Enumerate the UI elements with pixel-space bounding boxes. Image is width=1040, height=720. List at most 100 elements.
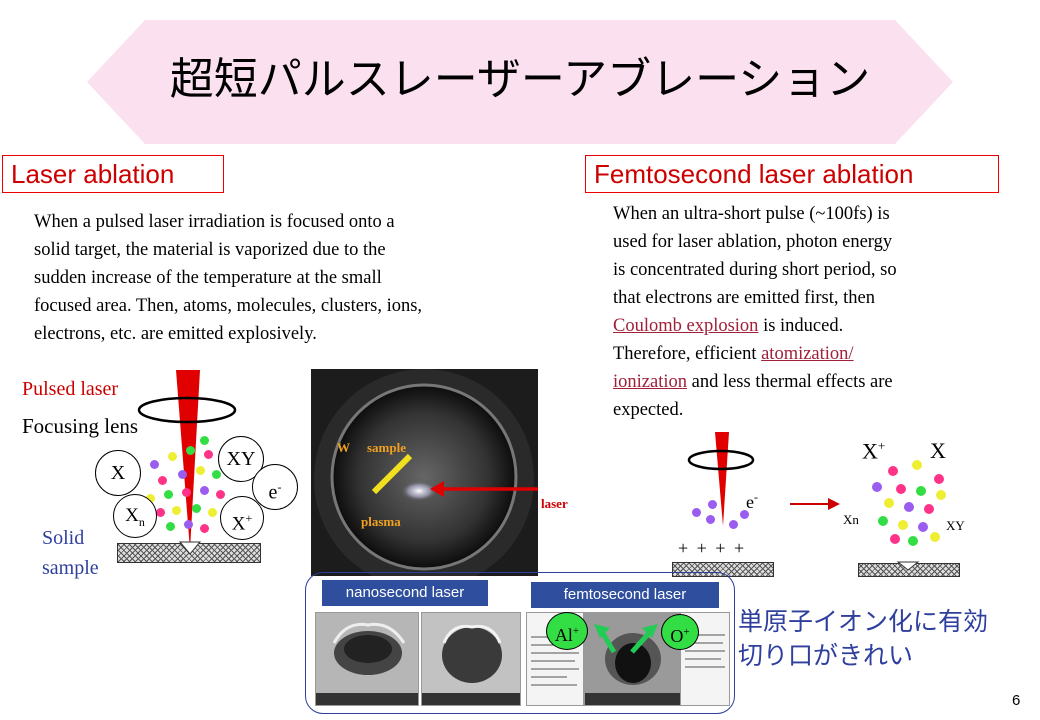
positive-charges: + + + + xyxy=(678,538,745,558)
femtosecond-heading: Femtosecond laser ablation xyxy=(585,155,999,193)
ion-xy-bubble: XY xyxy=(218,436,264,482)
particle-dot xyxy=(212,470,221,479)
femto-electron-label: e- xyxy=(746,490,758,513)
w-label: W xyxy=(337,440,350,455)
particle-dot xyxy=(150,460,159,469)
femto-beam-diagram xyxy=(687,432,755,526)
femto-ion-dot xyxy=(936,490,946,500)
note-line-1: 単原子イオン化に有効 xyxy=(738,607,989,636)
e-text: e xyxy=(746,492,754,512)
ionization-link[interactable]: ionization xyxy=(613,372,687,392)
o-ion-bubble: O+ xyxy=(661,614,699,650)
femto-ion-dot xyxy=(890,534,900,544)
text-line: expected. xyxy=(613,400,684,420)
electron-dot xyxy=(708,500,717,509)
ion-emission-arrows xyxy=(594,624,658,654)
nanosecond-label: nanosecond laser xyxy=(322,580,488,606)
ion-x-bubble: X xyxy=(95,450,141,496)
laser-beam-diagram xyxy=(137,370,237,550)
femto-laser-beam xyxy=(715,432,729,526)
xplus-femto-sup: + xyxy=(877,438,886,453)
plasma-label: plasma xyxy=(361,514,401,529)
particle-dot xyxy=(200,436,209,445)
xn-femto-label: Xn xyxy=(843,512,859,527)
particle-dot xyxy=(178,470,187,479)
ion-xplus-bubble: X+ xyxy=(220,496,264,540)
focusing-lens-icon xyxy=(137,396,237,424)
femto-ion-dot xyxy=(934,474,944,484)
sem-image-nano-1 xyxy=(315,612,419,706)
femto-ion-dot xyxy=(872,482,882,492)
particle-dot xyxy=(166,522,175,531)
femtosecond-text: When an ultra-short pulse (~100fs) is us… xyxy=(613,200,1013,424)
electron-dot xyxy=(729,520,738,529)
particle-dot xyxy=(204,450,213,459)
electron-dot xyxy=(706,515,715,524)
xy-femto-label: XY xyxy=(946,518,965,533)
xn-sub: n xyxy=(138,514,145,529)
coulomb-explosion-link[interactable]: Coulomb explosion xyxy=(613,316,759,336)
xplus-femto-label: X+ xyxy=(862,438,885,464)
particle-dot xyxy=(186,446,195,455)
text-line: is concentrated during short period, so xyxy=(613,260,897,280)
particle-dot xyxy=(158,476,167,485)
ion-xn-bubble: Xn xyxy=(113,494,157,538)
photo-scene xyxy=(314,369,534,576)
text-line: When an ultra-short pulse (~100fs) is xyxy=(613,204,890,224)
arrow-right-icon xyxy=(790,498,840,510)
femto-lens-icon xyxy=(687,449,755,471)
electron-dot xyxy=(740,510,749,519)
text-line: that electrons are emitted first, then xyxy=(613,288,875,308)
laser-arrow-icon xyxy=(430,481,538,497)
femto-ion-dot xyxy=(904,502,914,512)
particle-dot xyxy=(200,486,209,495)
slide-title: 超短パルスレーザーアブレーション xyxy=(169,54,871,105)
femto-ion-dot xyxy=(908,536,918,546)
particle-dot xyxy=(200,524,209,533)
text-line: ionization and less thermal effects are xyxy=(613,368,1013,396)
electron-sup: - xyxy=(277,480,282,494)
crater-notch xyxy=(178,541,202,555)
al-label: Al xyxy=(554,625,573,645)
sem-crater-2 xyxy=(422,613,520,705)
femtosecond-label: femtosecond laser xyxy=(531,582,719,608)
laser-beam xyxy=(176,370,200,550)
xplus-label: X xyxy=(231,513,246,535)
focusing-lens-label: Focusing lens xyxy=(22,414,139,438)
al-sup: + xyxy=(572,625,580,637)
sem-crater-1 xyxy=(316,613,418,705)
femto-ion-dot xyxy=(918,522,928,532)
laser-ablation-text: When a pulsed laser irradiation is focus… xyxy=(34,208,564,348)
text-line: Therefore, efficient atomization/ xyxy=(613,340,1013,368)
text-line: focused area. Then, atoms, molecules, cl… xyxy=(34,296,423,316)
femto-ion-dot xyxy=(896,484,906,494)
text-line: electrons, etc. are emitted explosively. xyxy=(34,324,317,344)
text-fragment: Therefore, efficient xyxy=(613,344,762,364)
text-line: When a pulsed laser irradiation is focus… xyxy=(34,212,395,232)
xplus-femto-text: X xyxy=(862,438,878,464)
atomization-link[interactable]: atomization/ xyxy=(761,344,854,364)
text-fragment: is induced. xyxy=(758,316,844,336)
laser-label: laser xyxy=(541,496,568,511)
pulsed-laser-label: Pulsed laser xyxy=(22,378,119,400)
page-number: 6 xyxy=(1012,692,1021,709)
femto-ion-dot xyxy=(884,498,894,508)
electron-dot xyxy=(692,508,701,517)
title-banner xyxy=(87,20,953,144)
particle-dot xyxy=(192,504,201,513)
plasma-glow xyxy=(401,481,437,501)
particle-dot xyxy=(164,490,173,499)
particle-dot xyxy=(208,508,217,517)
particle-dot xyxy=(182,488,191,497)
xn-label: X xyxy=(125,505,139,526)
text-line: solid target, the material is vaporized … xyxy=(34,240,386,260)
text-line: Coulomb explosion is induced. xyxy=(613,312,1013,340)
plasma-photo xyxy=(311,369,538,576)
x-femto-label: X xyxy=(930,438,946,463)
femto-ion-dot xyxy=(924,504,934,514)
particle-dot xyxy=(156,508,165,517)
xplus-sup: + xyxy=(245,511,253,525)
solid-label: Solid xyxy=(42,527,85,549)
sem-comparison-box xyxy=(305,572,735,714)
femto-ion-dot xyxy=(888,466,898,476)
